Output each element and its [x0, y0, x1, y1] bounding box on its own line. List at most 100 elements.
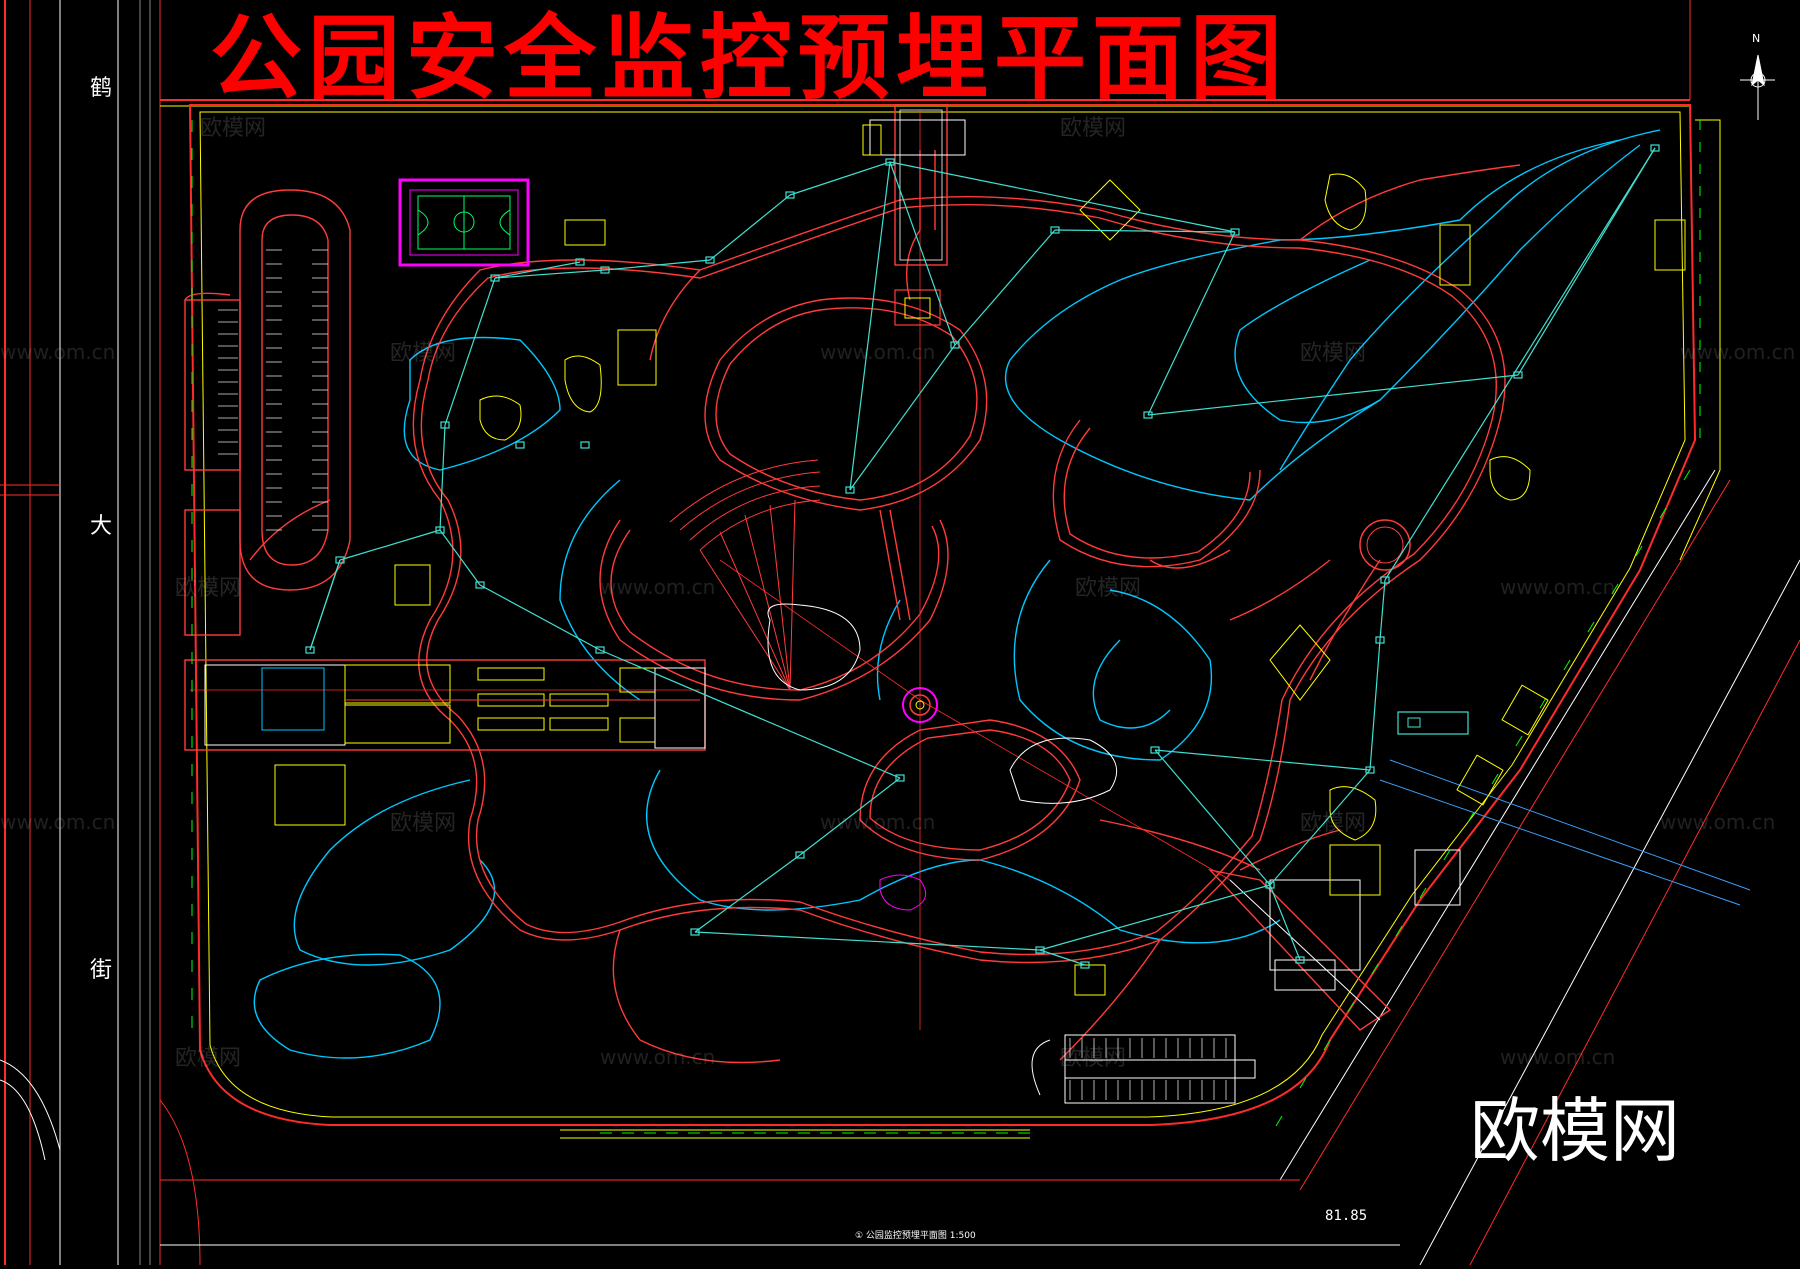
camera-link: [889, 161, 956, 346]
cameras: [305, 144, 1660, 969]
shrub-mark: [1443, 849, 1451, 861]
camera-link: [439, 529, 481, 586]
watermark-url: www.om.cn: [0, 340, 116, 364]
drawing-title: 公园安全监控预埋平面图: [210, 5, 1289, 112]
camera-link: [694, 854, 801, 933]
amphitheater: [669, 459, 861, 691]
camera-icon: [575, 258, 585, 266]
camera-link: [789, 161, 891, 196]
watermark-url: www.om.cn: [820, 340, 936, 364]
camera-icon: [1365, 766, 1375, 774]
camera-icon: [885, 158, 895, 166]
basketball-court: [398, 178, 530, 267]
camera-icon: [1143, 411, 1153, 419]
street-name-char: 大: [90, 514, 113, 539]
camera-icon: [795, 851, 805, 859]
camera-icon: [1080, 961, 1090, 969]
southeast-entrance: [1207, 844, 1461, 1031]
watermark: 欧模网: [390, 341, 457, 366]
camera-icon: [1050, 226, 1060, 234]
south-parking: [1031, 1034, 1256, 1104]
shrub-mark: [1419, 887, 1427, 899]
camera-icon: [1265, 881, 1275, 889]
north-label: N: [1752, 32, 1761, 45]
shrub-mark: [1491, 773, 1499, 785]
shrub-mark: [1659, 507, 1667, 519]
water-lines: [253, 129, 1661, 1059]
camera-link: [954, 229, 1056, 346]
parking-stalls: [218, 249, 1227, 1100]
shrub-mark: [1347, 1001, 1355, 1013]
central-plaza: [902, 519, 1411, 723]
shrub-mark: [1635, 545, 1643, 557]
camera-icon: [580, 441, 590, 449]
shrub-mark: [1275, 1115, 1283, 1127]
structures: [274, 173, 1686, 996]
street-name-char: 街: [90, 958, 113, 983]
street-right: [1279, 0, 1800, 1266]
camera-icon: [335, 556, 345, 564]
watermark-url: www.om.cn: [1500, 575, 1616, 599]
shrub-mark: [1515, 735, 1523, 747]
camera-link: [1039, 949, 1086, 966]
street-left: [0, 0, 201, 1266]
camera-link: [1039, 884, 1271, 951]
street-name-char: 鹤: [90, 76, 113, 101]
camera-icon: [305, 646, 315, 654]
axis-lines: [190, 110, 1231, 1030]
camera-link: [1517, 147, 1656, 376]
camera-link: [1147, 374, 1519, 416]
watermark-url: www.om.cn: [1500, 1045, 1616, 1069]
watermark: 欧模网: [1300, 811, 1367, 836]
north-arrow-icon: [1740, 54, 1775, 120]
camera-icon: [950, 341, 960, 349]
watermark-url: www.om.cn: [0, 810, 116, 834]
camera-link: [709, 194, 791, 261]
watermark: 欧模网: [1075, 576, 1142, 601]
camera-icon: [1513, 371, 1523, 379]
camera-link: [889, 161, 1236, 233]
camera-link: [1384, 147, 1656, 581]
camera-icon: [705, 256, 715, 264]
watermark-url: www.om.cn: [1660, 810, 1776, 834]
camera-link: [339, 529, 441, 561]
shrub-mark: [1683, 469, 1691, 481]
drawing-label: ① 公园监控预埋平面图 1:500: [855, 1231, 976, 1241]
camera-link: [444, 277, 496, 426]
watermark: 欧模网: [200, 116, 267, 141]
watermark-url: www.om.cn: [1680, 340, 1796, 364]
camera-link: [439, 424, 446, 531]
west-entrance: [184, 659, 706, 751]
camera-link: [1379, 579, 1386, 641]
camera-link: [494, 261, 581, 279]
camera-icon: [440, 421, 450, 429]
camera-icon: [1375, 636, 1385, 644]
street-bottom: [160, 1129, 1400, 1246]
shrub-mark: [1323, 1039, 1331, 1051]
camera-icon: [1150, 746, 1160, 754]
watermark: 欧模网: [1060, 1046, 1127, 1071]
camera-link: [1154, 749, 1271, 886]
camera-icon: [1650, 144, 1660, 152]
camera-link: [599, 649, 901, 779]
camera-link: [849, 344, 956, 491]
shrub-mark: [1299, 1077, 1307, 1089]
lawn-island: [1009, 737, 1118, 804]
camera-link: [1369, 639, 1381, 771]
camera-icon: [1295, 956, 1305, 964]
shrub-mark: [1587, 621, 1595, 633]
watermark: 欧模网: [1300, 341, 1367, 366]
camera-link: [1147, 231, 1236, 416]
camera-icon: [785, 191, 795, 199]
camera-icon: [895, 774, 905, 782]
camera-link: [1269, 769, 1371, 886]
watermark: 欧模网: [390, 811, 457, 836]
camera-link: [1154, 749, 1371, 771]
watermark: 欧模网: [1060, 116, 1127, 141]
shrub-mark: [1563, 659, 1571, 671]
shrub-mark: [1467, 811, 1475, 823]
scale-value: 81.85: [1325, 1208, 1368, 1224]
legend-camera-icon: [1397, 711, 1469, 735]
paths: [249, 150, 1521, 1064]
